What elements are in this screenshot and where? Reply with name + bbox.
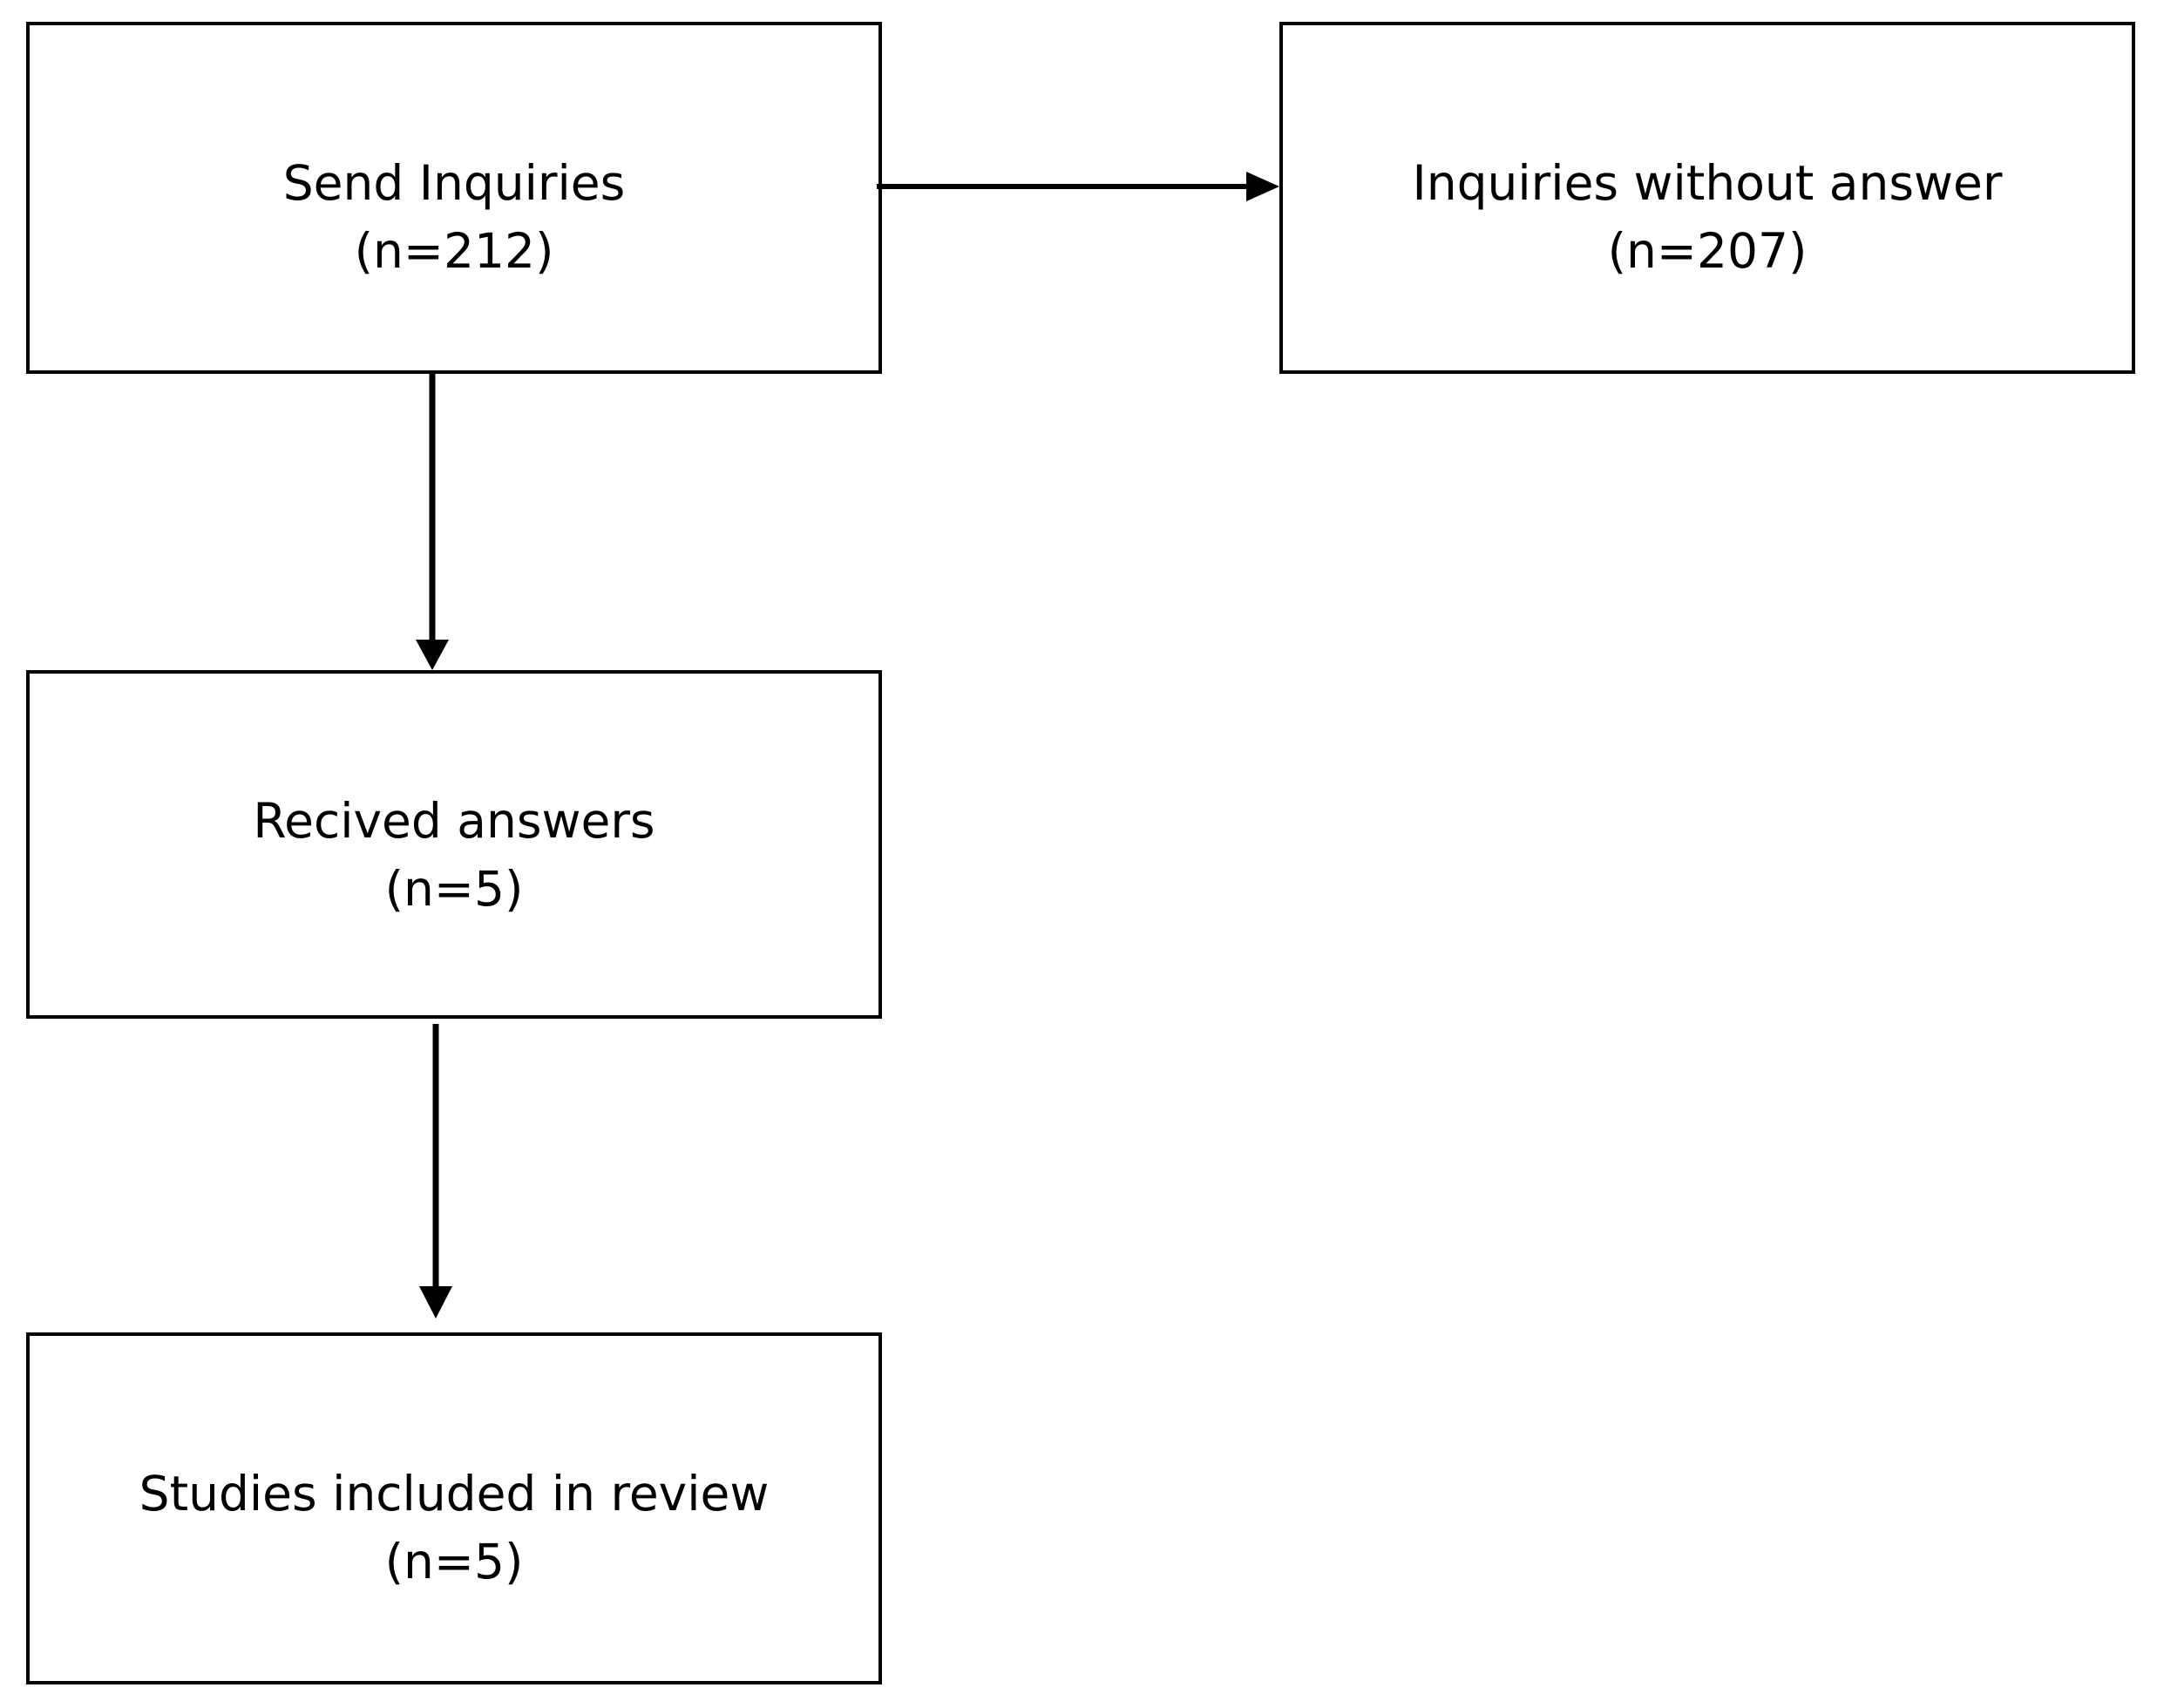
arrow-send-to-without-head <box>1246 172 1279 201</box>
send-inquiries-text: Send Inquiries (n=212) <box>30 149 878 285</box>
studies-included-count: (n=5) <box>384 1534 524 1589</box>
studies-included-label: Studies included in review <box>139 1466 770 1522</box>
send-inquiries-label: Send Inquiries <box>282 155 626 211</box>
inquiries-without-answer-count: (n=207) <box>1607 223 1808 279</box>
arrow-received-to-studies-head <box>419 1286 452 1318</box>
inquiries-without-answer-label: Inquiries without answer <box>1412 155 2003 211</box>
send-inquiries-box: Send Inquiries (n=212) <box>26 22 882 374</box>
inquiries-without-answer-text: Inquiries without answer (n=207) <box>1283 149 2132 285</box>
send-inquiries-count: (n=212) <box>354 223 554 279</box>
arrow-send-to-without <box>877 172 1279 201</box>
studies-included-text: Studies included in review (n=5) <box>30 1460 878 1596</box>
arrow-received-to-studies <box>419 1024 452 1318</box>
received-answers-count: (n=5) <box>384 861 524 917</box>
arrow-send-to-received-head <box>416 640 449 670</box>
received-answers-box: Recived answers (n=5) <box>26 670 882 1019</box>
received-answers-text: Recived answers (n=5) <box>30 787 878 923</box>
inquiries-without-answer-box: Inquiries without answer (n=207) <box>1279 22 2135 374</box>
arrow-send-to-received <box>416 374 449 670</box>
received-answers-label: Recived answers <box>253 793 655 849</box>
studies-included-box: Studies included in review (n=5) <box>26 1332 882 1684</box>
